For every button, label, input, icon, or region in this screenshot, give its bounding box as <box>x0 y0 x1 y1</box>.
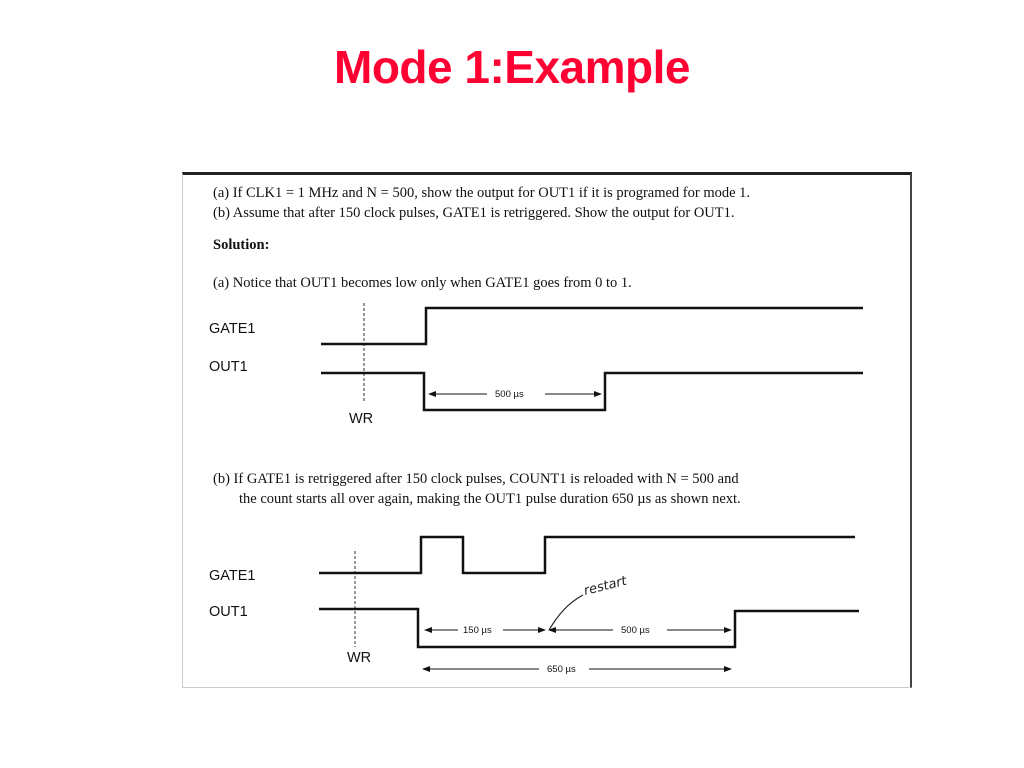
diagram-a-pulse-label: 500 µs <box>495 389 524 400</box>
diagram-b-wr-label: WR <box>347 650 372 666</box>
timing-waveforms: 500 µs 150 µs 500 µs 650 µs restart <box>319 303 863 675</box>
diagram-a-gate-label: GATE1 <box>209 321 256 337</box>
timing-figure: (a) If CLK1 = 1 MHz and N = 500, show th… <box>182 172 912 688</box>
answer-b-line1: (b) If GATE1 is retriggered after 150 cl… <box>213 471 739 487</box>
question-a: (a) If CLK1 = 1 MHz and N = 500, show th… <box>213 185 751 201</box>
answer-b-line2: the count starts all over again, making … <box>239 491 741 507</box>
diagram-b-second-label: 500 µs <box>621 625 650 636</box>
diagram-b-gate-waveform <box>319 535 855 575</box>
question-b: (b) Assume that after 150 clock pulses, … <box>213 205 735 221</box>
diagram-a-gate-waveform <box>321 306 863 346</box>
slide-title: Mode 1:Example <box>334 41 691 93</box>
diagram-b-out-label: OUT1 <box>209 604 248 620</box>
diagram-b-first-label: 150 µs <box>463 625 492 636</box>
diagram-b-gate-label: GATE1 <box>209 568 256 584</box>
answer-a: (a) Notice that OUT1 becomes low only wh… <box>213 275 632 291</box>
diagram-a-out-label: OUT1 <box>209 359 248 375</box>
solution-heading: Solution: <box>213 237 270 253</box>
restart-pointer <box>548 594 584 631</box>
diagram-b-out-waveform <box>319 607 859 649</box>
diagram-a-out-waveform <box>321 371 863 412</box>
diagram-b-total-label: 650 µs <box>547 664 576 675</box>
diagram-a-wr-label: WR <box>349 411 374 427</box>
restart-note: restart <box>582 574 629 599</box>
